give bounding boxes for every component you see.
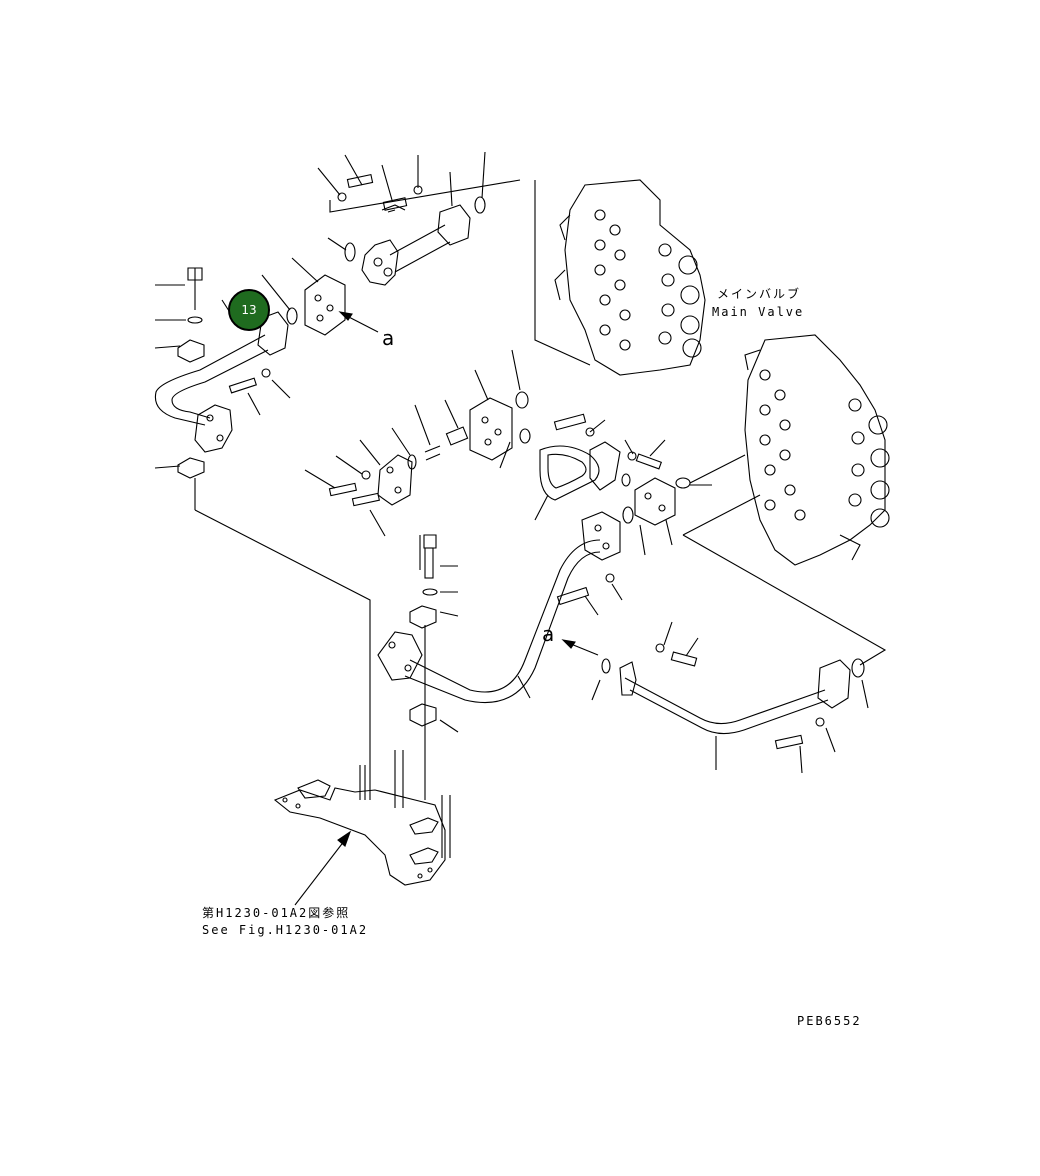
leaders-right-flange — [589, 419, 887, 666]
view-a-label-lower: a — [542, 622, 555, 646]
base-bracket — [273, 750, 451, 906]
leaders-s-pipe — [424, 565, 623, 800]
leaders-left — [154, 284, 291, 469]
main-valve-lower — [744, 334, 890, 566]
view-a-label-upper: a — [382, 326, 395, 350]
leaders-middle — [304, 349, 521, 537]
upper-pipe-assembly — [286, 173, 486, 336]
right-pipe-assembly — [601, 643, 865, 750]
reference-en-label: See Fig.H1230-01A2 — [202, 923, 369, 937]
loop-pipe — [534, 441, 621, 521]
leader-upper-valve — [534, 180, 591, 366]
callout-number: 13 — [241, 303, 257, 317]
leaders-upper — [261, 151, 486, 311]
leaders-right-pipe — [591, 621, 869, 774]
main-valve-jp-label: メインバルブ — [717, 287, 802, 301]
part-callout-13[interactable]: 13 — [228, 289, 270, 331]
s-pipe-assembly — [377, 511, 621, 727]
leader-upper-block — [329, 179, 521, 213]
view-arrow-a-upper — [338, 311, 379, 333]
main-valve-en-label: Main Valve — [712, 305, 805, 319]
drawing-number: PEB6552 — [797, 1014, 862, 1028]
left-pipe-assembly — [154, 267, 371, 800]
view-arrow-a-lower — [561, 639, 599, 656]
reference-jp-label: 第H1230-01A2図参照 — [202, 906, 351, 920]
middle-connector-assembly — [328, 391, 531, 507]
main-valve-upper — [554, 179, 706, 376]
right-flange-parts — [553, 413, 691, 526]
